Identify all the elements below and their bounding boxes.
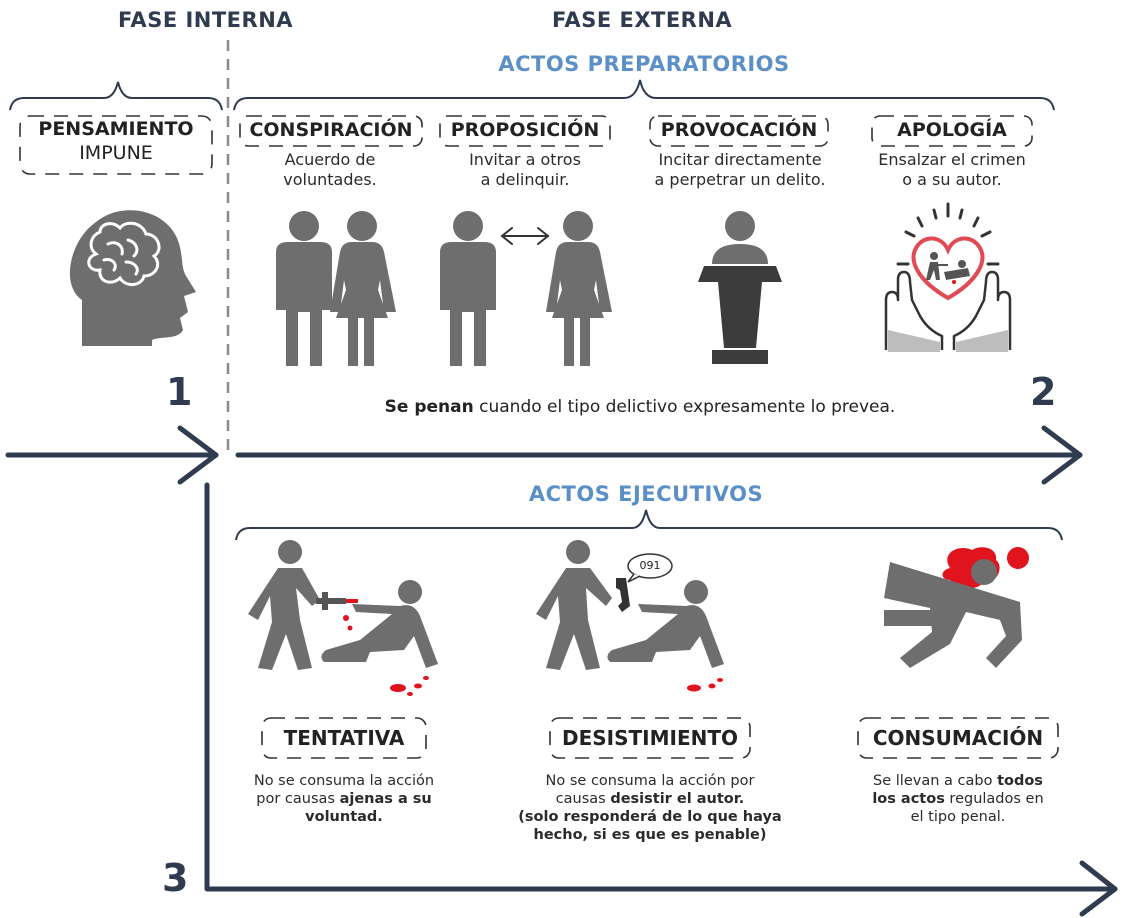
stage-number-1: 1 bbox=[166, 370, 193, 414]
desistimiento-label: DESISTIMIENTO bbox=[562, 726, 738, 750]
heart-hands-icon bbox=[884, 202, 1012, 352]
impune-label: IMPUNE bbox=[79, 142, 153, 164]
frame-consumacion bbox=[857, 717, 1059, 759]
apologia-description: Ensalzar el crimen o a su autor. bbox=[878, 150, 1026, 189]
frame-proposicion bbox=[439, 115, 611, 147]
phase-internal-title: FASE INTERNA bbox=[118, 8, 294, 32]
proposicion-label: PROPOSICIÓN bbox=[450, 119, 600, 141]
lectern-icon bbox=[698, 211, 782, 364]
consumacion-label: CONSUMACIÓN bbox=[872, 726, 1044, 750]
invite-icon bbox=[440, 211, 612, 366]
brace-internal bbox=[9, 81, 223, 111]
stabbing-icon bbox=[248, 540, 438, 696]
pensamiento-label: PENSAMIENTO bbox=[38, 118, 194, 140]
provocacion-label: PROVOCACIÓN bbox=[660, 119, 818, 141]
frame-pensamiento bbox=[19, 115, 213, 175]
phone-bubble-number: 091 bbox=[639, 559, 661, 572]
victim-icon bbox=[884, 547, 1029, 668]
timeline-arrow-2 bbox=[235, 425, 1083, 485]
tentativa-label: TENTATIVA bbox=[283, 726, 405, 750]
brain-head-icon bbox=[69, 210, 196, 346]
conspiracion-label: CONSPIRACIÓN bbox=[249, 119, 413, 141]
stage-number-3: 3 bbox=[162, 856, 189, 900]
timeline-arrow-1 bbox=[5, 425, 219, 485]
stage-number-2: 2 bbox=[1030, 370, 1057, 414]
couple-icon bbox=[276, 211, 396, 366]
conspiracion-description: Acuerdo de voluntades. bbox=[283, 150, 377, 189]
tentativa-description: No se consuma la acción por causas ajena… bbox=[253, 773, 435, 825]
frame-provocacion bbox=[649, 115, 829, 147]
frame-tentativa bbox=[261, 717, 427, 759]
frame-desistimiento bbox=[549, 717, 751, 759]
phone-call-icon bbox=[536, 540, 724, 692]
brace-preparatory bbox=[233, 79, 1055, 111]
proposicion-description: Invitar a otros a delinquir. bbox=[469, 150, 581, 189]
provocacion-description: Incitar directamente a perpetrar un deli… bbox=[654, 150, 826, 189]
desistimiento-description: No se consuma la acción por causas desis… bbox=[518, 773, 782, 843]
timeline-arrow-3 bbox=[204, 482, 1118, 917]
frame-conspiracion bbox=[239, 115, 423, 147]
brace-executive bbox=[235, 509, 1063, 541]
apologia-label: APOLOGÍA bbox=[897, 119, 1007, 141]
section-preparatory-title: ACTOS PREPARATORIOS bbox=[498, 52, 790, 76]
phase-external-title: FASE EXTERNA bbox=[552, 8, 733, 32]
section-executive-title: ACTOS EJECUTIVOS bbox=[528, 482, 764, 506]
consumacion-description: Se llevan a cabo todos los actos regulad… bbox=[872, 773, 1044, 825]
penalty-rule: Se penan cuando el tipo delictivo expres… bbox=[384, 397, 896, 417]
frame-apologia bbox=[871, 115, 1033, 147]
